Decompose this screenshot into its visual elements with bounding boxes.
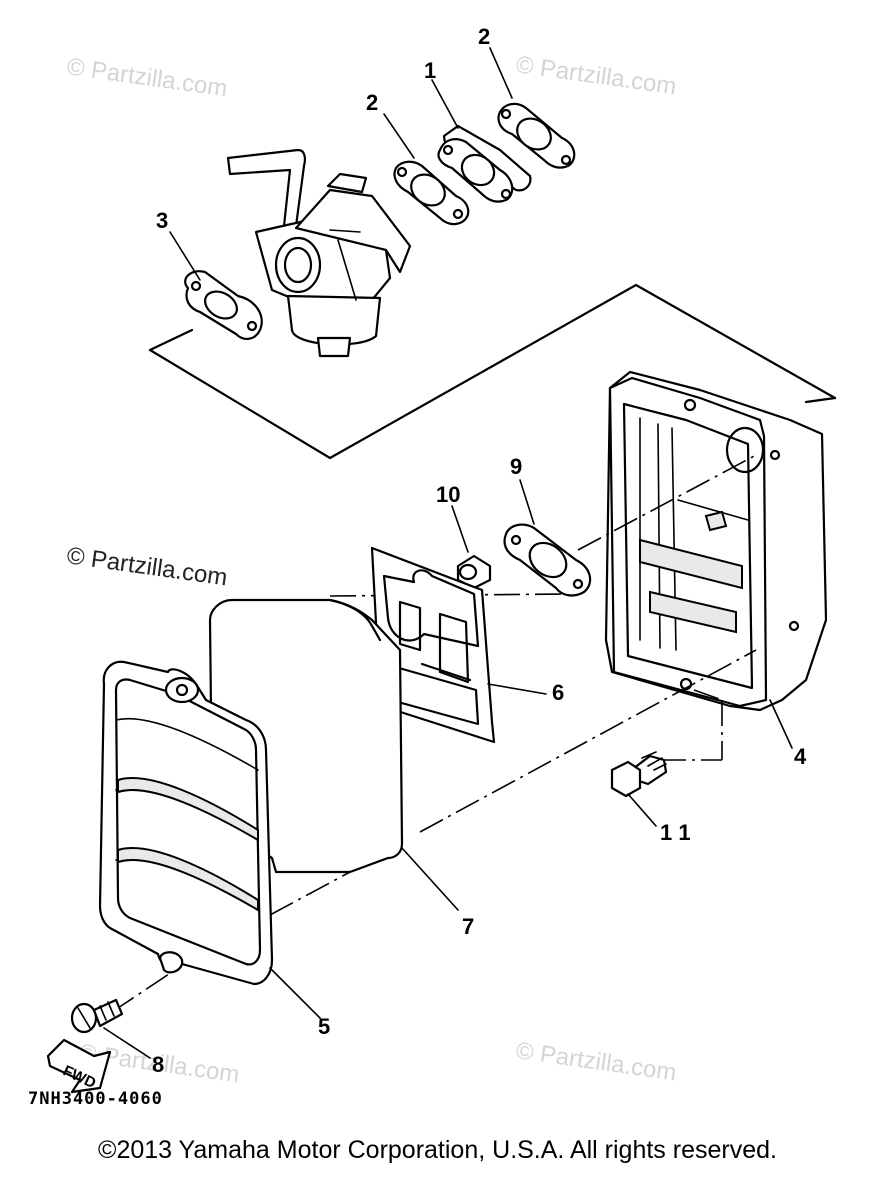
diagram-part-code: 7NH3400-4060: [28, 1089, 163, 1109]
watermark: © Partzilla.com: [65, 542, 229, 591]
assembly-axis: [419, 649, 757, 833]
callout-6: 6: [552, 680, 564, 705]
callout-2-lower: 2: [366, 90, 378, 115]
nut-part-10: [451, 505, 492, 590]
assembly-axis: [577, 453, 759, 551]
gasket-part-2-upper: [497, 102, 576, 169]
air-cleaner-cover-part-5: [98, 660, 321, 1019]
callout-1: 1: [424, 58, 436, 83]
air-cleaner-case-part-4: [604, 370, 828, 749]
callout-8: 8: [152, 1052, 164, 1077]
callout-3: 3: [156, 208, 168, 233]
callout-9: 9: [510, 454, 522, 479]
gasket-part-3: [184, 270, 263, 340]
carburetor-part: [226, 148, 412, 358]
callout-11: 1 1: [660, 820, 691, 845]
carburetor-group: [148, 47, 837, 460]
callout-5: 5: [318, 1014, 330, 1039]
callout-10: 10: [436, 482, 460, 507]
watermark: © Partzilla.com: [514, 1037, 678, 1086]
callout-7: 7: [462, 914, 474, 939]
gasket-part-2-lower: [393, 160, 470, 226]
gasket-part-9: [503, 479, 592, 597]
bolt-part-11: [610, 751, 668, 827]
callout-2-upper: 2: [478, 24, 490, 49]
screw-part-8: [70, 998, 151, 1059]
spacer-part-1: [437, 124, 532, 203]
copyright-notice: ©2013 Yamaha Motor Corporation, U.S.A. A…: [98, 1136, 777, 1164]
watermark: © Partzilla.com: [514, 51, 678, 100]
assembly-axis: [693, 689, 723, 701]
callout-4: 4: [794, 744, 807, 769]
assembly-axis: [111, 971, 173, 1013]
assembly-axis: [269, 871, 351, 916]
watermark: © Partzilla.com: [65, 53, 229, 102]
